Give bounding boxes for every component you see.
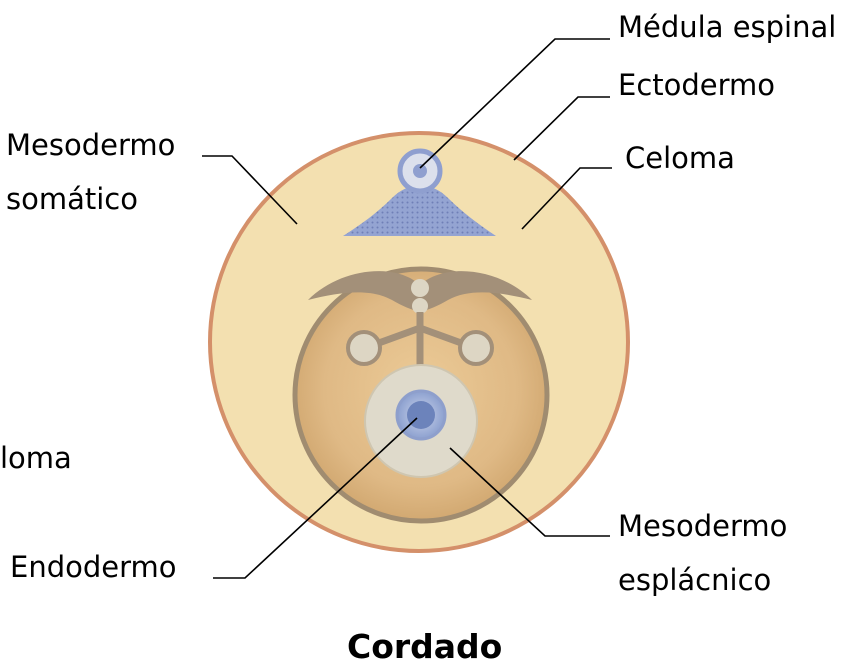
leader-endodermo [213, 417, 418, 579]
leader-ectodermo [513, 96, 610, 161]
notochord-upper [411, 279, 429, 297]
leader-mesodermo-esplacnico [449, 447, 610, 537]
label-celoma-right: Celoma [625, 141, 735, 175]
vessel-node-left [346, 330, 382, 366]
diagram-caption: Cordado [347, 627, 503, 666]
label-medula-espinal: Médula espinal [618, 10, 837, 44]
label-mesodermo-esplacnico-1: Mesodermo [618, 509, 788, 543]
leader-celoma-right [521, 167, 612, 230]
notochord-lower [412, 298, 428, 314]
leader-mesodermo-somatico [202, 155, 298, 225]
spinal-canal [413, 164, 427, 178]
label-endodermo: Endodermo [10, 550, 177, 584]
label-celoma-left: loma [0, 441, 72, 475]
label-mesodermo-somatico-1: Mesodermo [6, 128, 176, 162]
leader-medula [419, 38, 610, 169]
vessel-node-right [458, 330, 494, 366]
label-ectodermo: Ectodermo [618, 68, 776, 102]
label-mesodermo-somatico-2: somático [6, 182, 138, 216]
label-mesodermo-esplacnico-2: esplácnico [618, 563, 772, 597]
gut-lumen [407, 401, 435, 429]
neural-crest [343, 186, 496, 236]
